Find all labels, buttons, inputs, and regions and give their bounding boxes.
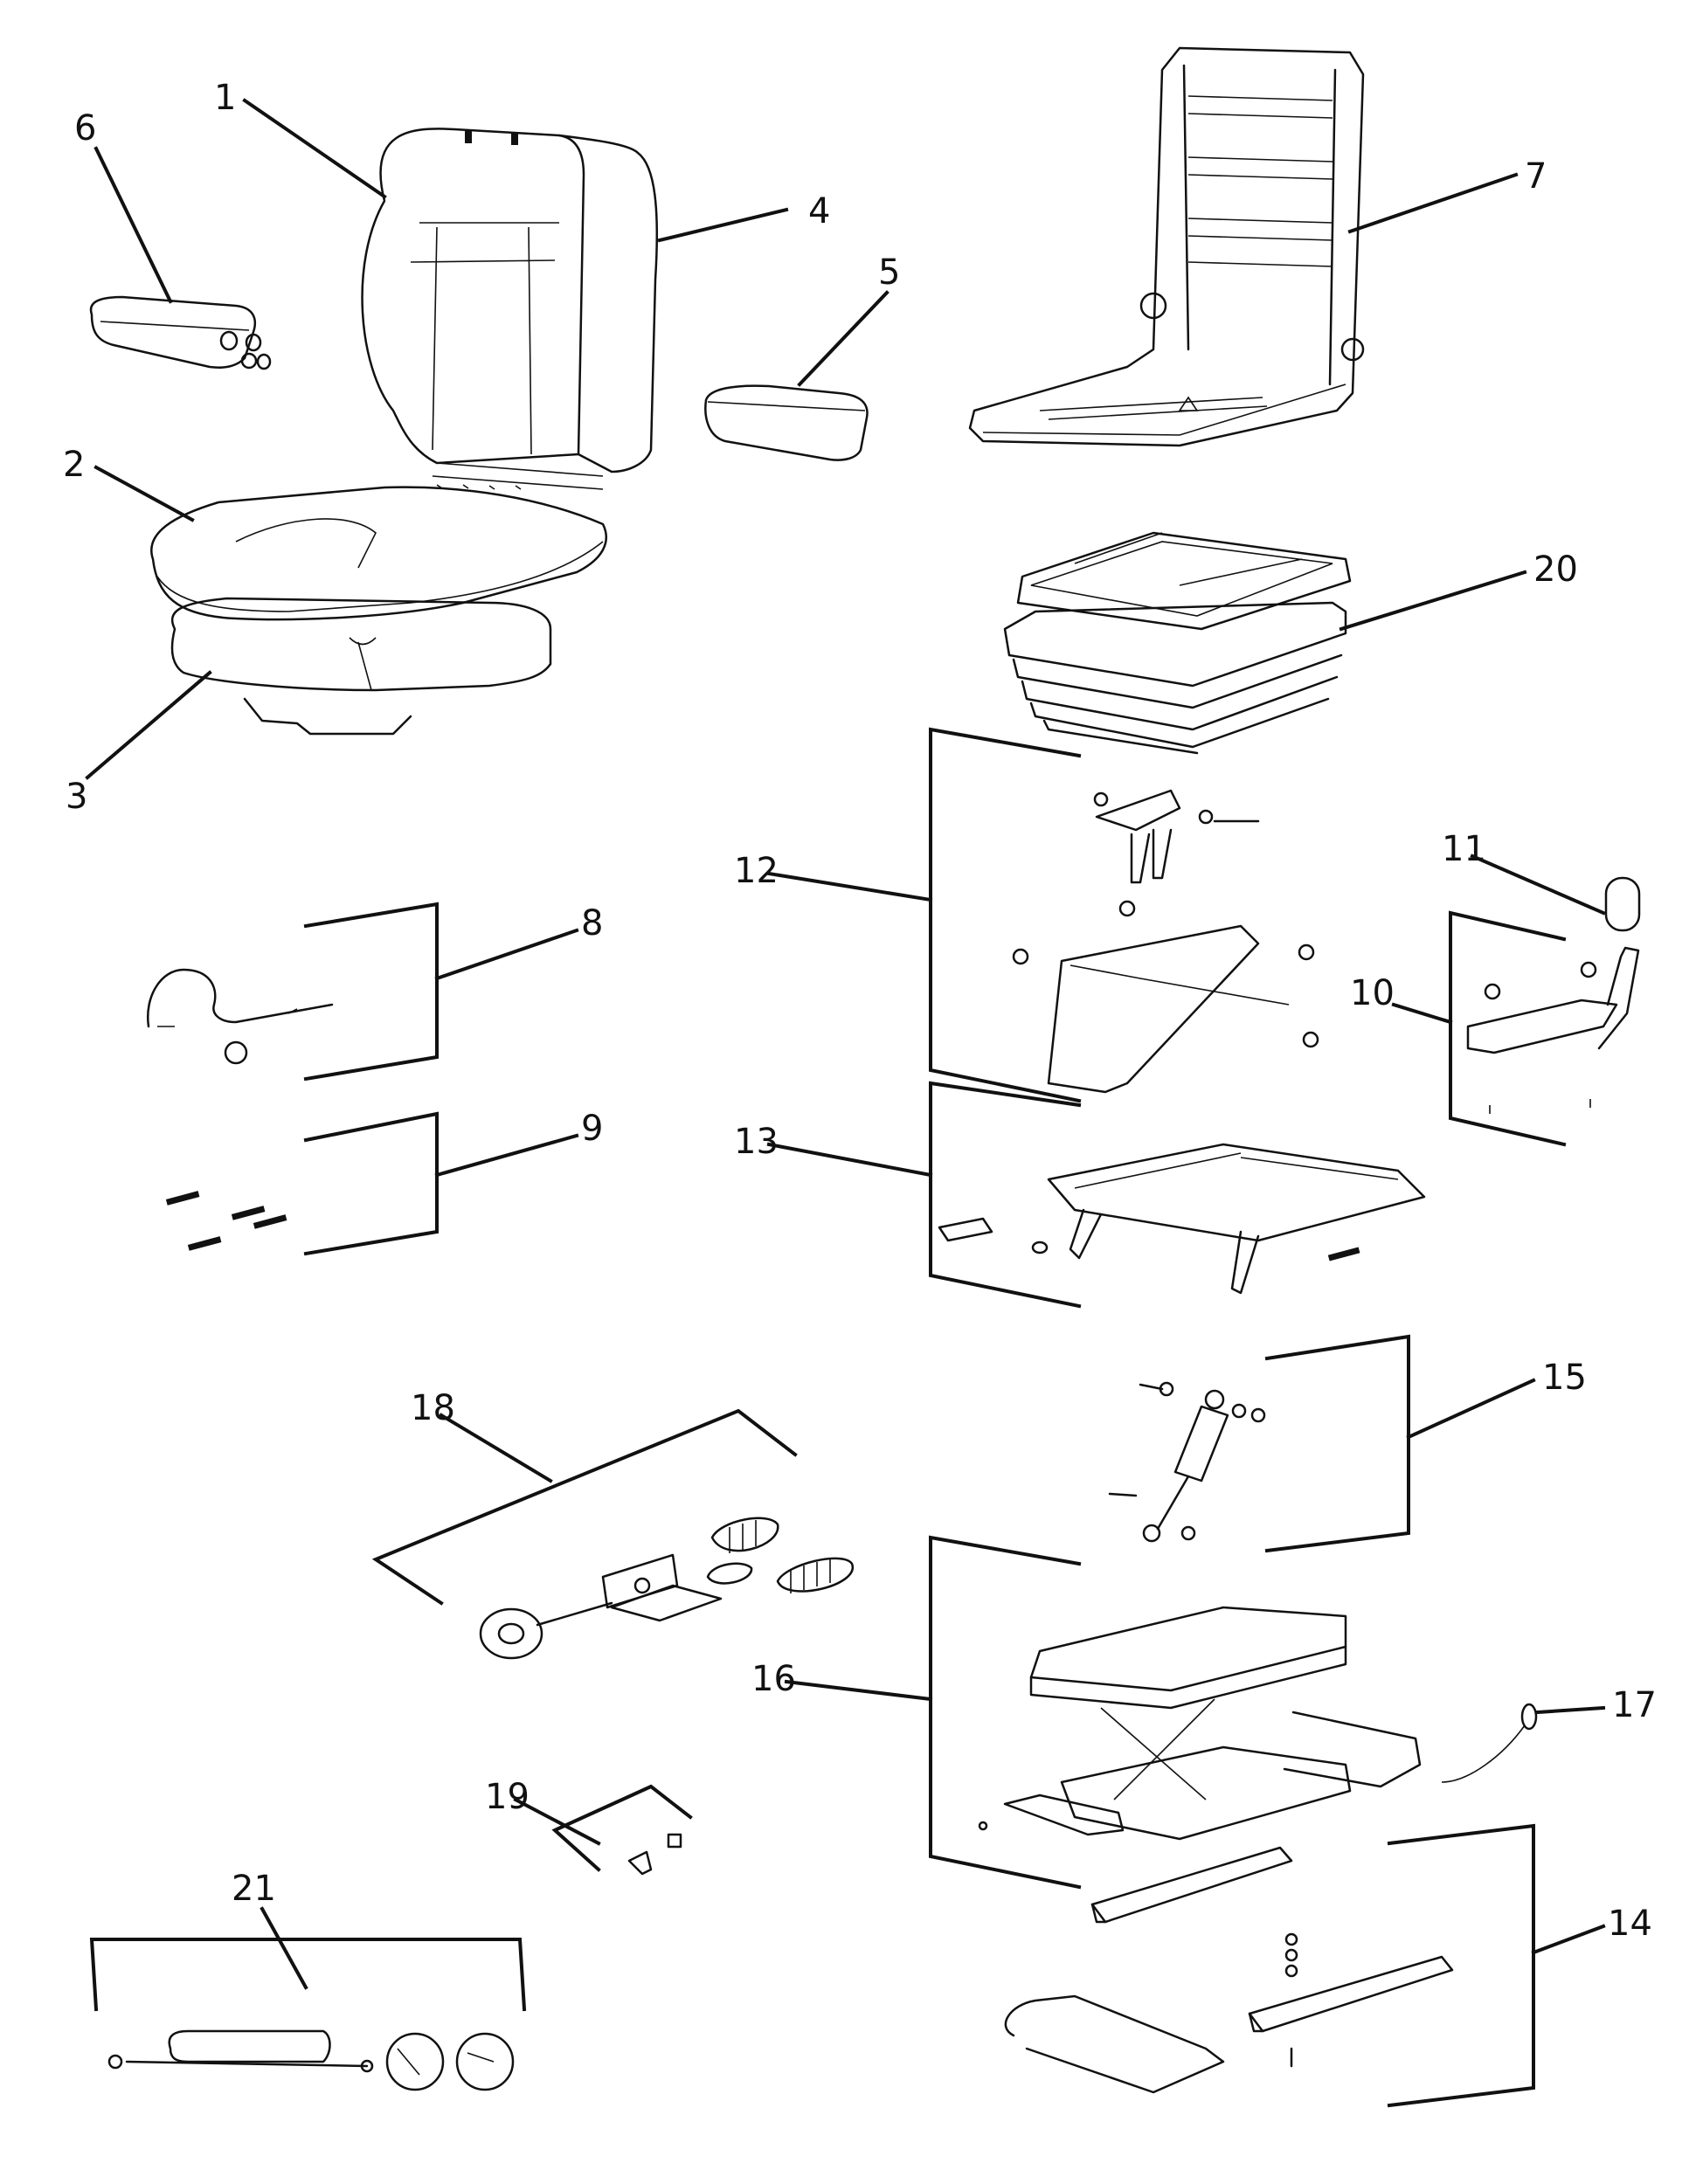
- callout-8: 8: [581, 903, 603, 943]
- callout-13: 13: [734, 1122, 779, 1162]
- seat-back-cushion: [361, 128, 659, 490]
- lever-knob: [1604, 876, 1641, 932]
- scissor-linkage: [1012, 789, 1319, 1094]
- cable: [146, 968, 334, 1065]
- callout-4: 4: [808, 191, 830, 232]
- suspension-base: [978, 1606, 1538, 1841]
- callout-1: 1: [214, 78, 236, 118]
- leader-lines: [85, 98, 1606, 2108]
- callout-7: 7: [1525, 156, 1547, 197]
- callout-3: 3: [66, 777, 87, 817]
- spring-kit: [479, 1517, 854, 1660]
- lever-assembly: [1466, 946, 1640, 1114]
- pivot-hardware: [107, 2029, 515, 2091]
- right-armrest: [704, 384, 869, 461]
- seat-frame: [968, 46, 1365, 447]
- pins: [165, 1191, 287, 1251]
- callout-12: 12: [734, 851, 779, 891]
- callout-5: 5: [878, 252, 900, 293]
- shock-absorber: [1108, 1381, 1266, 1543]
- callout-17: 17: [1612, 1685, 1657, 1725]
- callout-6: 6: [74, 108, 96, 149]
- callout-18: 18: [411, 1388, 455, 1428]
- seat-base-cushion: [170, 597, 552, 736]
- callout-21: 21: [232, 1869, 276, 1909]
- callout-15: 15: [1542, 1358, 1587, 1398]
- suspension-bellows: [1003, 531, 1352, 755]
- mounting-rails: [1004, 1846, 1454, 2094]
- seat-cushion: [150, 486, 607, 621]
- callout-20: 20: [1533, 549, 1578, 590]
- callout-9: 9: [581, 1109, 603, 1149]
- callout-14: 14: [1608, 1904, 1652, 1944]
- callout-10: 10: [1350, 973, 1395, 1013]
- callout-16: 16: [751, 1659, 796, 1699]
- left-armrest: [89, 295, 272, 370]
- slide-mechanism: [938, 1143, 1426, 1295]
- callout-numbers: 1 6 4 5 7 2 20 3 12 11 8 10 9 13 15 18 1…: [63, 78, 1657, 1944]
- callout-2: 2: [63, 445, 85, 485]
- callout-19: 19: [485, 1777, 530, 1817]
- callout-11: 11: [1442, 829, 1486, 869]
- clips: [627, 1833, 682, 1876]
